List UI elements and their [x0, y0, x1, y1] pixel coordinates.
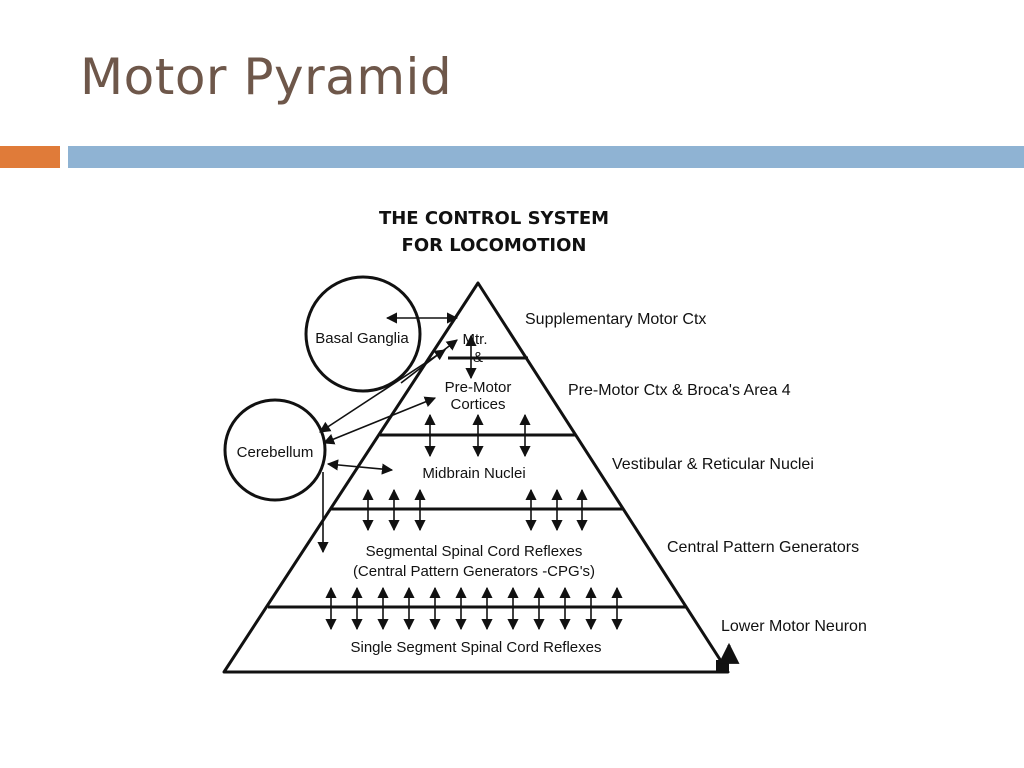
vertical-arrow-groups: [325, 413, 623, 631]
level1-line2: &: [473, 349, 483, 366]
arrow-cerebellum-to-midbrain: [326, 459, 394, 475]
level1-line4: Cortices: [450, 396, 505, 413]
basal-ganglia-label: Basal Ganglia: [315, 330, 409, 347]
side-label-cpg: Central Pattern Generators: [667, 539, 859, 556]
arrow-basal-to-cortex: [400, 339, 458, 384]
side-label-supplementary: Supplementary Motor Ctx: [525, 311, 706, 328]
level2-label: Midbrain Nuclei: [422, 465, 525, 482]
level4-label: Single Segment Spinal Cord Reflexes: [351, 639, 602, 656]
connection-arrows: [317, 312, 477, 554]
diagram-title-line1: THE CONTROL SYSTEM: [379, 208, 609, 229]
level3-line2: (Central Pattern Generators -CPG's): [353, 563, 595, 580]
slide-title: Motor Pyramid: [80, 48, 453, 106]
side-label-lower-motor: Lower Motor Neuron: [721, 618, 867, 635]
accent-bar-orange: [0, 146, 60, 168]
level3-line1: Segmental Spinal Cord Reflexes: [366, 543, 583, 560]
lower-motor-neuron-output: [716, 642, 740, 673]
diagram-title-line2: FOR LOCOMOTION: [402, 235, 587, 256]
side-label-vestibular: Vestibular & Reticular Nuclei: [612, 456, 814, 473]
level1-line1: Mtr.: [463, 331, 488, 348]
accent-bar-blue: [68, 146, 1024, 168]
pyramid-outline: [222, 281, 730, 674]
level1-line3: Pre-Motor: [445, 379, 512, 396]
cerebellum-circle: [223, 398, 327, 502]
side-label-premotor: Pre-Motor Ctx & Broca's Area 4: [568, 382, 791, 399]
arrow-cerebellum-to-cortex-b: [322, 396, 437, 445]
cerebellum-label: Cerebellum: [237, 444, 314, 461]
